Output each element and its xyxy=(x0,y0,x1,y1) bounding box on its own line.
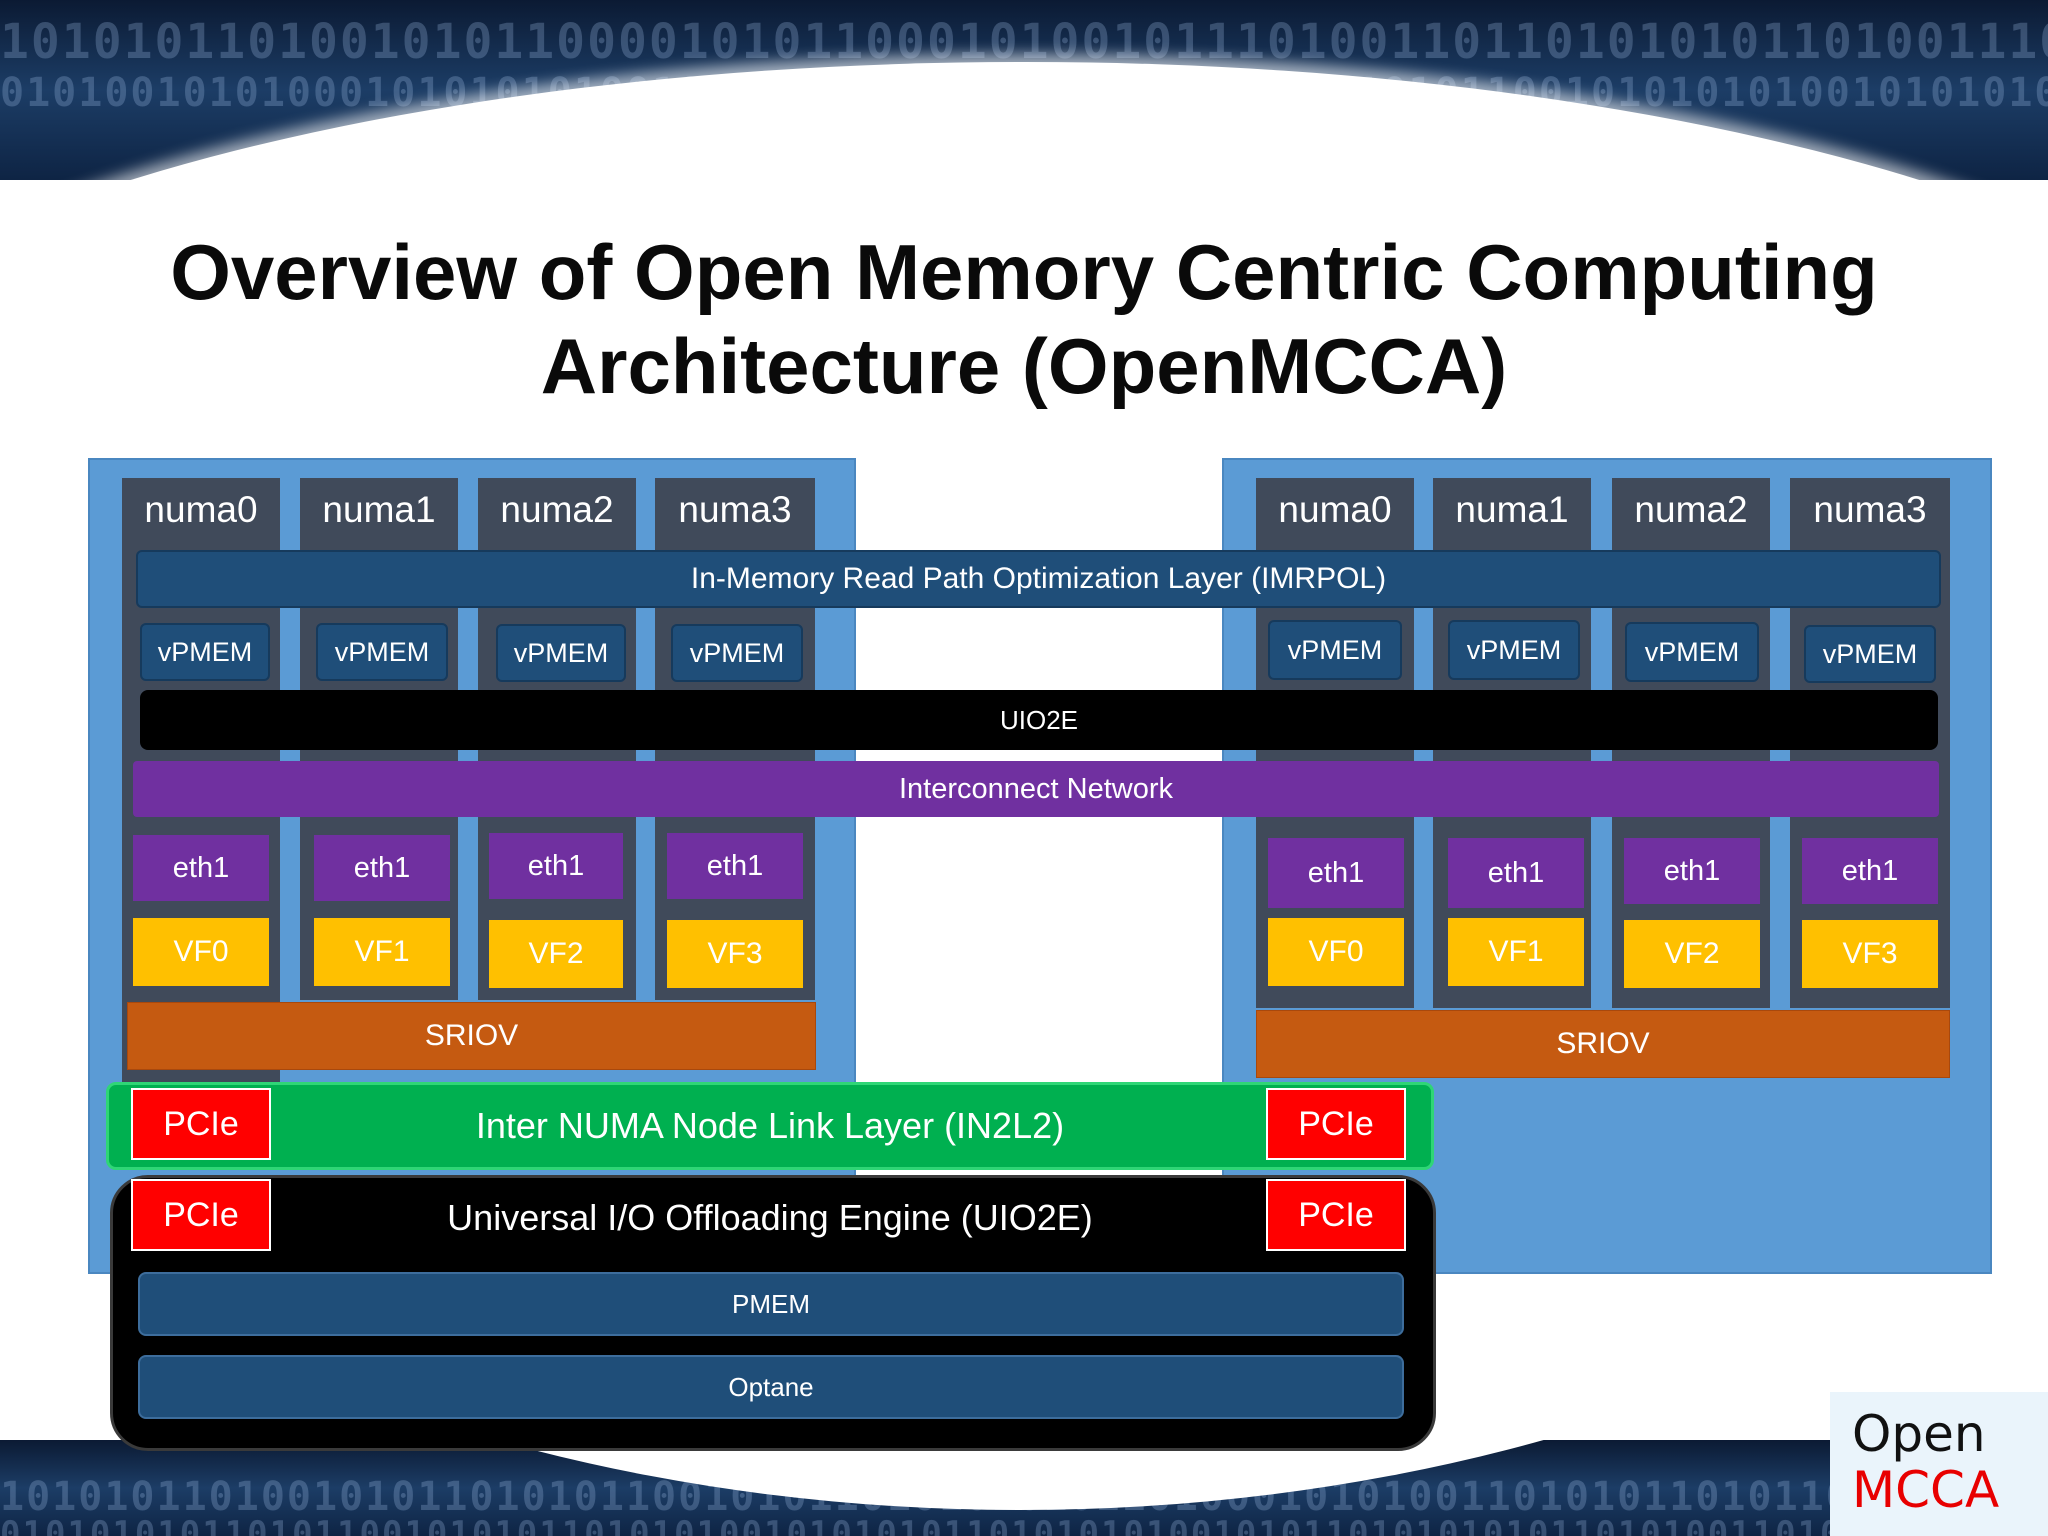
binary-pattern: 1010101101001010110000101011000101001011… xyxy=(0,14,2048,70)
right-vf1: VF1 xyxy=(1448,918,1584,986)
left-eth1-3: eth1 xyxy=(667,833,803,899)
right-vpmem-2: vPMEM xyxy=(1625,622,1759,682)
right-numa1-label: numa1 xyxy=(1455,489,1569,530)
right-eth1-2: eth1 xyxy=(1624,838,1760,904)
left-vpmem-3: vPMEM xyxy=(671,624,803,682)
uio2e-pcie-right: PCIe xyxy=(1266,1179,1406,1251)
in2l2-pcie-right: PCIe xyxy=(1266,1088,1406,1160)
right-vpmem-3: vPMEM xyxy=(1804,625,1936,683)
openmcca-logo: Open MCCA xyxy=(1830,1392,2048,1536)
right-eth1-1: eth1 xyxy=(1448,838,1584,908)
left-vpmem-2: vPMEM xyxy=(496,624,626,682)
interconnect-network: Interconnect Network xyxy=(133,761,1939,817)
slide-title-line2: Architecture (OpenMCCA) xyxy=(540,322,1508,410)
left-sriov: SRIOV xyxy=(127,1002,816,1070)
left-vf1: VF1 xyxy=(314,918,450,986)
left-numa3-label: numa3 xyxy=(678,489,792,530)
slide-title: Overview of Open Memory Centric Computin… xyxy=(0,225,2048,413)
top-banner: 1010101101001010110000101011000101001011… xyxy=(0,0,2048,180)
right-vf3: VF3 xyxy=(1802,920,1938,988)
right-numa0-label: numa0 xyxy=(1278,489,1392,530)
left-vf0: VF0 xyxy=(133,918,269,986)
right-eth1-0: eth1 xyxy=(1268,838,1404,908)
uio2e-bar: UIO2E xyxy=(140,690,1938,750)
right-eth1-3: eth1 xyxy=(1802,838,1938,904)
in2l2-layer: Inter NUMA Node Link Layer (IN2L2) xyxy=(106,1082,1434,1170)
right-sriov: SRIOV xyxy=(1256,1010,1950,1078)
right-numa2-label: numa2 xyxy=(1634,489,1748,530)
bottom-banner: 1010101101001010110101011001010110101010… xyxy=(0,1440,2048,1536)
logo-mcca-text: MCCA xyxy=(1852,1461,2000,1519)
optane-bar: Optane xyxy=(138,1355,1404,1419)
left-numa1-label: numa1 xyxy=(322,489,436,530)
right-vpmem-0: vPMEM xyxy=(1268,620,1402,680)
left-vpmem-0: vPMEM xyxy=(140,623,270,681)
left-vpmem-1: vPMEM xyxy=(316,623,448,681)
right-vpmem-1: vPMEM xyxy=(1448,620,1580,680)
binary-pattern: 0101010101101011001010101101010100101010… xyxy=(0,1514,2048,1536)
right-numa3-label: numa3 xyxy=(1813,489,1927,530)
pmem-bar: PMEM xyxy=(138,1272,1404,1336)
uio2e-pcie-left: PCIe xyxy=(131,1179,271,1251)
left-vf3: VF3 xyxy=(667,920,803,988)
left-eth1-0: eth1 xyxy=(133,835,269,901)
logo-open-text: Open xyxy=(1852,1405,1986,1463)
uio2e-engine-title: Universal I/O Offloading Engine (UIO2E) xyxy=(447,1197,1093,1238)
right-vf0: VF0 xyxy=(1268,918,1404,986)
imrpol-layer: In-Memory Read Path Optimization Layer (… xyxy=(136,550,1941,608)
left-eth1-2: eth1 xyxy=(489,833,623,899)
in2l2-pcie-left: PCIe xyxy=(131,1088,271,1160)
right-vf2: VF2 xyxy=(1624,920,1760,988)
slide-title-line1: Overview of Open Memory Centric Computin… xyxy=(170,228,1878,316)
left-eth1-1: eth1 xyxy=(314,835,450,901)
left-numa2-label: numa2 xyxy=(500,489,614,530)
left-numa0-label: numa0 xyxy=(144,489,258,530)
left-vf2: VF2 xyxy=(489,920,623,988)
